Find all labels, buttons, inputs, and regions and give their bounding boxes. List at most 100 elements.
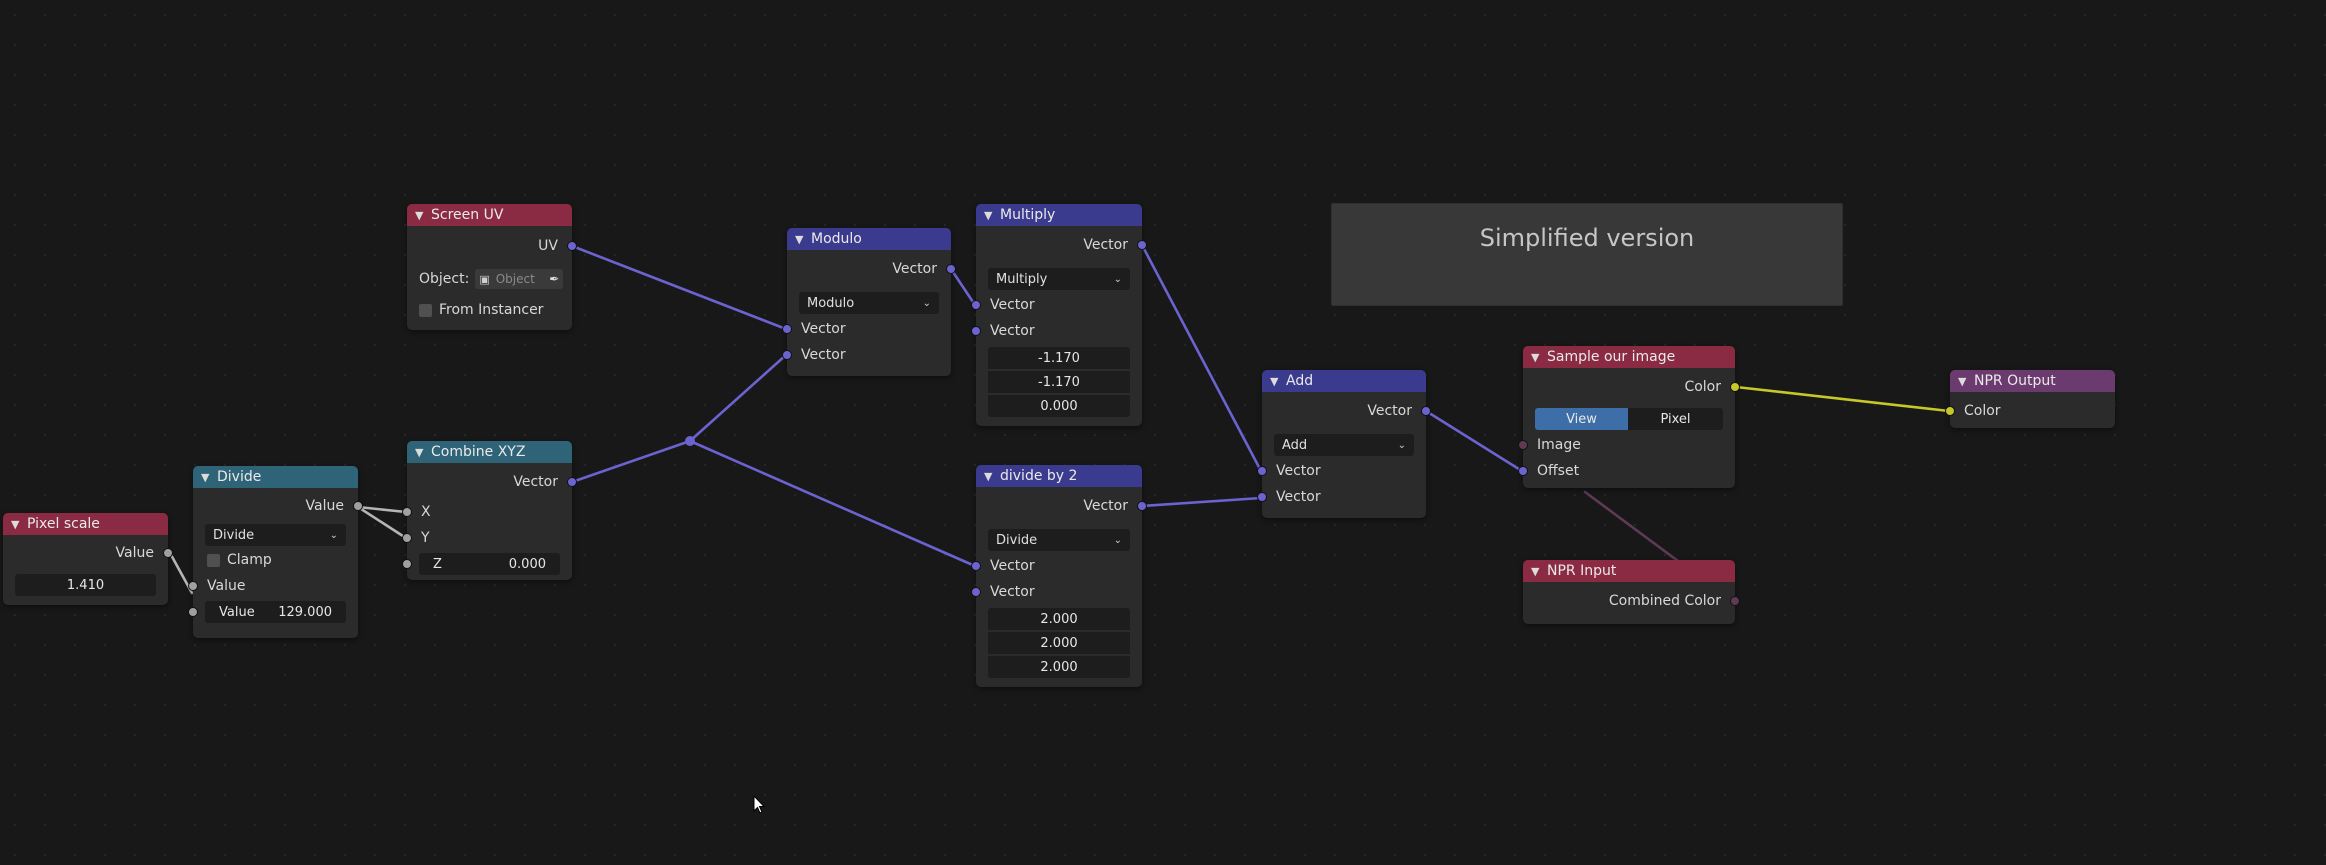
node-screen-uv[interactable]: ▼Screen UV UV Object: ▣ Object ✒ From In… [407,204,577,330]
chevron-down-icon[interactable]: ▼ [984,469,993,483]
output-socket[interactable] [1421,406,1431,416]
operation-dropdown[interactable]: Divide⌄ [205,524,346,546]
input-socket[interactable] [971,587,981,597]
output-socket[interactable] [163,548,173,558]
input-row: X [407,501,572,523]
node-header[interactable]: ▼NPR Output [1950,370,2115,392]
tab-label: View [1566,411,1597,427]
node-header[interactable]: ▼Sample our image [1523,346,1735,368]
node-npr-input[interactable]: ▼NPR Input Combined Color [1523,560,1740,624]
chevron-down-icon[interactable]: ▼ [415,445,424,459]
chevron-down-icon[interactable]: ▼ [11,517,20,531]
input-socket[interactable] [971,561,981,571]
node-pixel-scale[interactable]: ▼Pixel scale Value 1.410 [3,513,173,605]
eyedropper-icon[interactable]: ✒ [549,272,560,286]
vector-y-field[interactable]: 2.000 [988,632,1130,654]
input-socket[interactable] [1518,466,1528,476]
output-socket[interactable] [1137,240,1147,250]
value-field[interactable]: 1.410 [15,574,156,596]
output-socket[interactable] [946,264,956,274]
clamp-checkbox[interactable]: Clamp [193,549,358,571]
output-row: Value [3,542,168,564]
node-header[interactable]: ▼ Screen UV [407,204,572,226]
operation-dropdown[interactable]: Modulo⌄ [799,292,939,314]
tab-view[interactable]: View [1535,408,1628,430]
field-value: -1.170 [1038,374,1080,390]
checkbox-icon[interactable] [207,553,220,567]
input-socket[interactable] [1257,492,1267,502]
operation-dropdown[interactable]: Multiply⌄ [988,268,1130,290]
output-socket[interactable] [1137,501,1147,511]
vector-x-field[interactable]: -1.170 [988,347,1130,369]
node-title: Screen UV [431,207,504,223]
output-socket[interactable] [567,477,577,487]
vector-z-field[interactable]: 0.000 [988,395,1130,417]
input-socket[interactable] [402,533,412,543]
input-row: Vector [976,555,1142,577]
output-row: Value [193,495,358,517]
input-socket[interactable] [1945,406,1955,416]
node-header[interactable]: ▼NPR Input [1523,560,1735,582]
chevron-down-icon[interactable]: ▼ [1270,374,1279,388]
chevron-down-icon[interactable]: ▼ [1531,564,1540,578]
node-header[interactable]: ▼ divide by 2 [976,465,1142,487]
node-multiply[interactable]: ▼Multiply Vector Multiply⌄ Vector Vector… [971,204,1147,426]
checkbox-icon[interactable] [419,303,432,317]
chevron-down-icon[interactable]: ▼ [984,208,993,222]
node-title: Add [1286,373,1314,389]
input-socket[interactable] [782,350,792,360]
input-socket[interactable] [188,581,198,591]
object-field[interactable]: ▣ Object ✒ [475,269,564,289]
frame-simplified-version[interactable]: Simplified version [1331,203,1843,306]
output-socket[interactable] [1730,596,1740,606]
node-npr-output[interactable]: ▼NPR Output Color [1945,370,2115,428]
input-socket[interactable] [188,607,198,617]
vector-z-field[interactable]: 2.000 [988,656,1130,678]
chevron-down-icon: ⌄ [922,297,931,309]
tab-pixel[interactable]: Pixel [1628,408,1723,430]
node-header[interactable]: ▼Pixel scale [3,513,168,535]
node-sample-our-image[interactable]: ▼Sample our image Color View Pixel Image… [1518,346,1740,488]
node-add[interactable]: ▼Add Vector Add⌄ Vector Vector [1257,370,1431,518]
output-socket[interactable] [353,501,363,511]
input-socket[interactable] [782,324,792,334]
output-label: Vector [892,261,937,277]
output-row: Combined Color [1523,590,1735,612]
input-label: Vector [990,584,1035,600]
from-instancer-label: From Instancer [439,302,544,318]
output-socket[interactable] [1730,382,1740,392]
node-header[interactable]: ▼ Add [1262,370,1426,392]
node-header[interactable]: ▼Modulo [787,228,951,250]
node-modulo[interactable]: ▼Modulo Vector Modulo⌄ Vector Vector [782,228,956,376]
chevron-down-icon[interactable]: ▼ [1958,374,1967,388]
operation-dropdown[interactable]: Add⌄ [1274,434,1414,456]
vector-y-field[interactable]: -1.170 [988,371,1130,393]
chevron-down-icon[interactable]: ▼ [201,470,210,484]
operation-dropdown[interactable]: Divide⌄ [988,529,1130,551]
input-socket[interactable] [1257,466,1267,476]
vector-x-field[interactable]: 2.000 [988,608,1130,630]
input-socket[interactable] [971,300,981,310]
output-row: Vector [407,471,572,493]
node-header[interactable]: ▼ Combine XYZ [407,441,572,463]
node-header[interactable]: ▼Multiply [976,204,1142,226]
node-divide-by-2[interactable]: ▼divide by 2 Vector Divide⌄ Vector Vecto… [971,465,1147,687]
input-socket[interactable] [971,326,981,336]
input-socket[interactable] [402,507,412,517]
node-title: divide by 2 [1000,468,1078,484]
output-socket[interactable] [567,241,577,251]
node-header[interactable]: ▼Divide [193,466,358,488]
input-socket[interactable] [402,559,412,569]
chevron-down-icon[interactable]: ▼ [415,208,424,222]
chevron-down-icon: ⌄ [1113,534,1122,546]
input-socket[interactable] [1518,440,1528,450]
node-title: Combine XYZ [431,444,526,460]
chevron-down-icon[interactable]: ▼ [795,232,804,246]
from-instancer-checkbox[interactable]: From Instancer [407,299,572,321]
chevron-down-icon[interactable]: ▼ [1531,350,1540,364]
